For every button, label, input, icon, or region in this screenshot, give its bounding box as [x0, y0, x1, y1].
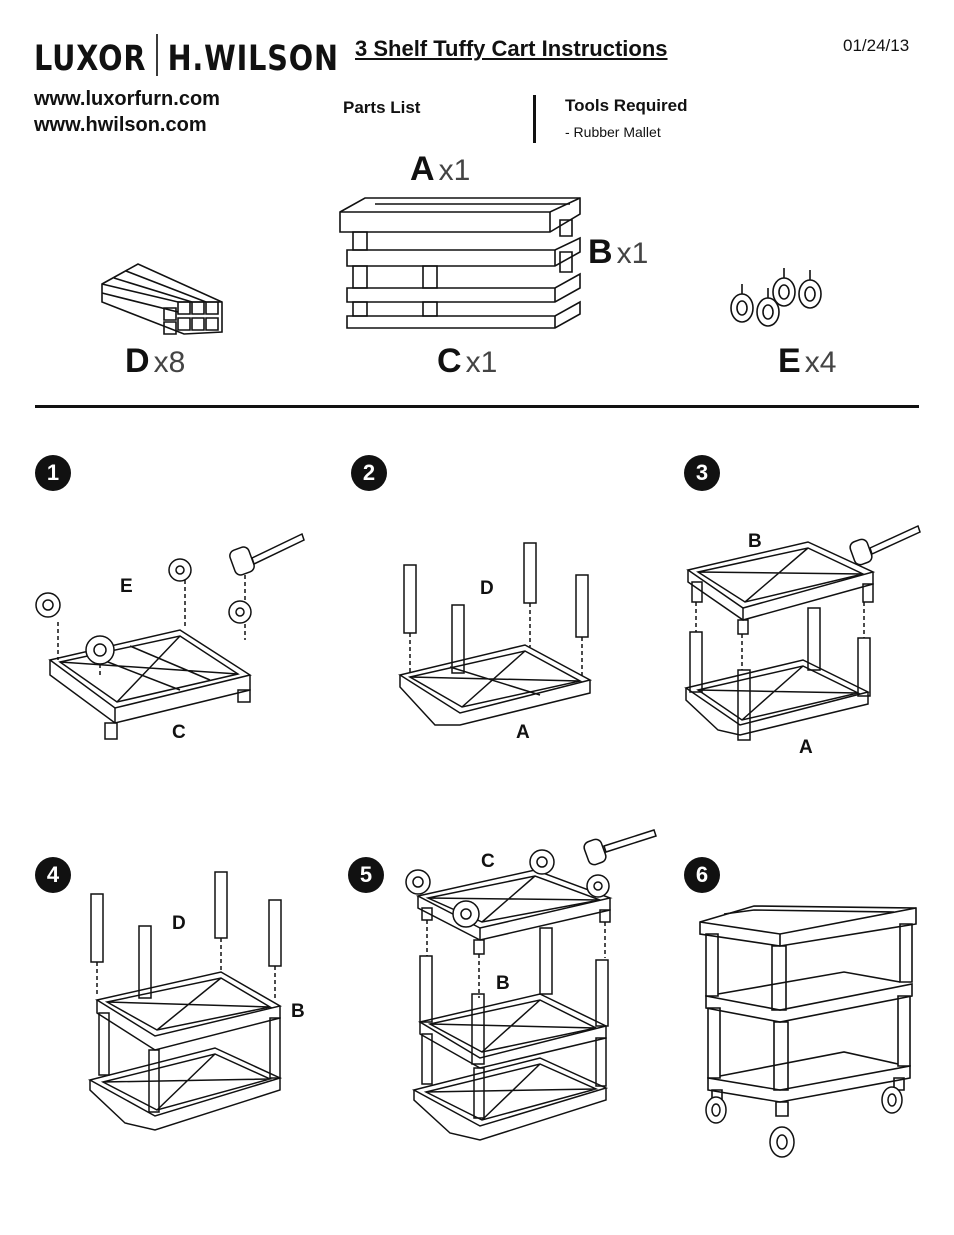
step-2-label-a: A	[516, 722, 530, 743]
logo-luxor: LUXOR	[34, 39, 147, 79]
logo-hwilson: H.WILSON	[167, 39, 339, 79]
casters-illustration	[726, 268, 834, 338]
document-date: 01/24/13	[843, 36, 910, 55]
step-3-illustration	[678, 520, 923, 750]
step-5-label-c: C	[481, 851, 495, 872]
parts-list-heading: Parts List	[343, 98, 421, 117]
step-3-label-b: B	[748, 531, 762, 552]
step-2-illustration	[390, 535, 605, 745]
step-5-illustration	[400, 828, 660, 1148]
page-title: 3 Shelf Tuffy Cart Instructions	[355, 36, 668, 61]
website-link-luxor[interactable]: www.luxorfurn.com	[34, 88, 220, 110]
website-link-hwilson[interactable]: www.hwilson.com	[34, 114, 207, 136]
step-2-label-d: D	[480, 578, 494, 599]
step-number-1: 1	[35, 455, 71, 491]
tools-heading: Tools Required	[565, 96, 688, 115]
step-number-5: 5	[348, 857, 384, 893]
step-1-label-c: C	[172, 722, 186, 743]
legs-bundle-illustration	[98, 262, 224, 342]
step-number-2: 2	[351, 455, 387, 491]
section-divider	[35, 405, 919, 408]
step-4-label-b: B	[291, 1001, 305, 1022]
step-number-6: 6	[684, 857, 720, 893]
step-4-label-d: D	[172, 913, 186, 934]
brand-logo: LUXOR H.WILSON	[34, 34, 339, 79]
shelves-illustration	[335, 190, 585, 340]
step-6-illustration	[694, 900, 924, 1165]
step-3-label-a: A	[799, 737, 813, 758]
step-4-illustration	[85, 868, 300, 1138]
step-number-3: 3	[684, 455, 720, 491]
step-1-label-e: E	[120, 576, 133, 597]
logo-divider	[156, 34, 158, 76]
header-divider	[533, 95, 536, 143]
tool-item-rubber-mallet: - Rubber Mallet	[565, 124, 661, 140]
step-number-4: 4	[35, 857, 71, 893]
step-5-label-b: B	[496, 973, 510, 994]
step-1-illustration	[30, 530, 305, 745]
